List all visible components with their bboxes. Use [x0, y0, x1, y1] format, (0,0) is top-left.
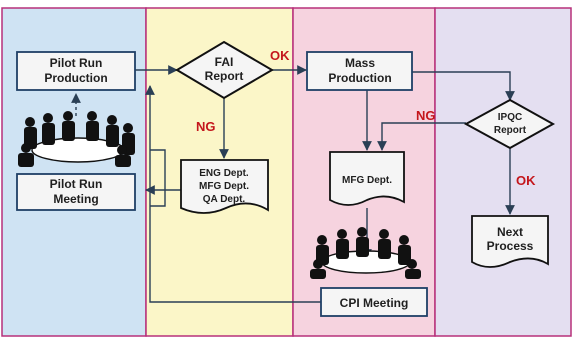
pilot-run-production-line1: Pilot Run	[50, 56, 103, 70]
node-mfg-dept: MFG Dept.	[329, 151, 405, 206]
arrow-ipqc-ng-to-mfg	[377, 122, 466, 151]
meeting-people-illustration	[310, 227, 421, 279]
arrow-cpi-to-fai	[145, 85, 321, 303]
qa-dept-label: QA Dept.	[203, 194, 246, 205]
meeting-people-illustration	[18, 111, 135, 167]
fai-report-line1: FAI	[215, 55, 234, 69]
node-pilot-run-production: Pilot Run Production	[16, 51, 136, 91]
mfg-dept-single-label: MFG Dept.	[342, 175, 392, 186]
pilot-run-production-line2: Production	[44, 71, 107, 85]
mass-production-line2: Production	[328, 71, 391, 85]
ipqc-report-line2: Report	[494, 125, 527, 136]
pilot-run-meeting-line1: Pilot Run	[50, 177, 103, 191]
arrow-mass-to-ipqc	[412, 71, 515, 101]
flag-ng-ipqc: NG	[416, 108, 436, 123]
lane-lavender	[434, 7, 572, 337]
mass-production-line1: Mass	[345, 56, 375, 70]
node-mass-production: Mass Production	[306, 51, 413, 91]
node-ipqc-report: IPQC Report	[463, 98, 556, 150]
next-process-line2: Process	[487, 239, 534, 253]
eng-dept-label: ENG Dept.	[199, 168, 249, 179]
flag-ok-ipqc: OK	[516, 173, 536, 188]
connectors	[71, 65, 515, 303]
arrow-cpi-branch	[150, 149, 166, 207]
node-fai-report: FAI Report	[175, 40, 274, 100]
node-next-process: Next Process	[471, 215, 549, 268]
cpi-meeting-label: CPI Meeting	[340, 296, 409, 310]
node-cpi-meeting: CPI Meeting	[320, 287, 428, 317]
node-eng-mfg-qa: ENG Dept. MFG Dept. QA Dept.	[180, 159, 269, 214]
flag-ok-fai: OK	[270, 48, 290, 63]
node-pilot-run-meeting: Pilot Run Meeting	[16, 173, 136, 211]
next-process-line1: Next	[497, 225, 523, 239]
flag-ng-fai: NG	[196, 119, 216, 134]
pilot-run-meeting-line2: Meeting	[53, 192, 98, 206]
ipqc-report-line1: IPQC	[498, 112, 522, 123]
fai-report-line2: Report	[205, 69, 244, 83]
mfg-dept-label: MFG Dept.	[199, 181, 249, 192]
